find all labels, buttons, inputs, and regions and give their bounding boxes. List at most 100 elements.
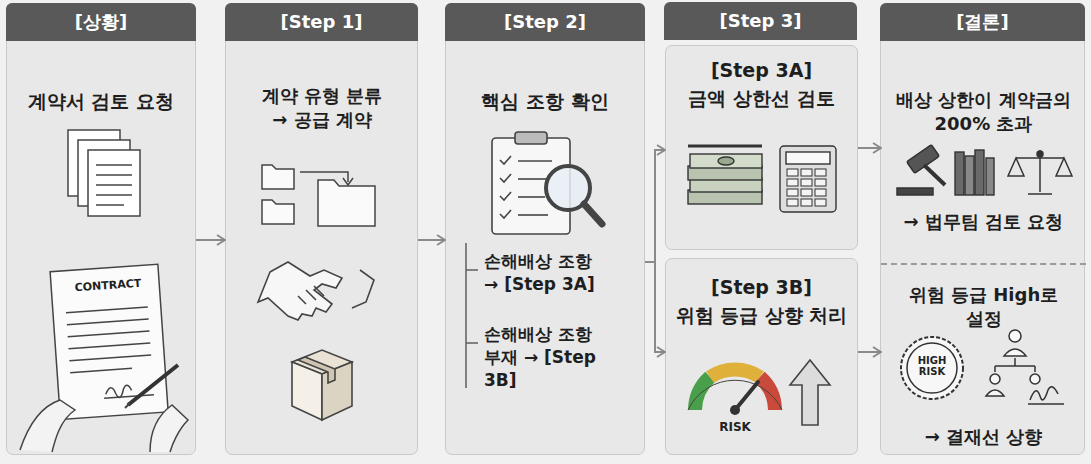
node-text: 위험 등급 High로 설정 bbox=[898, 283, 1069, 332]
gavel-icon bbox=[907, 145, 940, 174]
box-icon bbox=[292, 350, 352, 420]
node-text: 핵심 조항 확인 bbox=[446, 89, 644, 115]
calculator-icon bbox=[786, 152, 830, 164]
books-icon bbox=[975, 150, 984, 195]
documents-icon bbox=[96, 194, 132, 196]
clipboard-icon bbox=[492, 132, 602, 234]
clipboard-icon bbox=[518, 214, 548, 216]
clipboard-icon bbox=[518, 196, 545, 198]
node-text: → 결재선 상향 bbox=[881, 425, 1086, 449]
contract-illustration bbox=[67, 319, 149, 325]
calculator-icon bbox=[787, 169, 798, 176]
high-risk-badge bbox=[901, 337, 963, 399]
folders-icon bbox=[343, 178, 353, 185]
calculator-icon bbox=[801, 179, 812, 186]
books-icon bbox=[955, 150, 994, 195]
text-slot: 계약 유형 분류 → 공급 계약 bbox=[257, 84, 387, 133]
folders-icon bbox=[300, 172, 348, 182]
column-header: [결론] bbox=[880, 3, 1085, 41]
approval-chart bbox=[1030, 374, 1040, 384]
text-slot: 계약서 검토 요청 bbox=[7, 89, 195, 115]
handshake-icon bbox=[352, 270, 374, 308]
approval-chart bbox=[1028, 403, 1064, 405]
risk-gauge bbox=[730, 405, 740, 415]
documents-icon bbox=[96, 204, 124, 206]
folders-icon bbox=[262, 165, 294, 189]
text-slot: 위험 등급 High로 설정 bbox=[898, 283, 1069, 332]
contract-illustration bbox=[66, 307, 148, 313]
text-slot: → 결재선 상향 bbox=[881, 425, 1086, 449]
node-text: 손해배상 조항 → [Step 3A] bbox=[484, 250, 612, 296]
contract-illustration bbox=[150, 405, 188, 452]
clipboard-icon bbox=[500, 156, 511, 218]
clipboard-icon bbox=[518, 160, 552, 162]
up-arrow bbox=[790, 360, 830, 425]
documents-icon bbox=[68, 130, 140, 216]
text-slot: 손해배상 조항 부재 → [Step 3B] bbox=[484, 323, 612, 392]
flow-connector bbox=[858, 351, 881, 353]
contract-illustration bbox=[70, 368, 132, 372]
calculator-icon bbox=[787, 199, 798, 206]
high-risk-badge bbox=[907, 343, 957, 393]
contract-illustration bbox=[69, 343, 151, 349]
approval-chart bbox=[1030, 387, 1058, 400]
risk-gauge bbox=[695, 377, 710, 410]
documents-icon bbox=[96, 174, 132, 176]
contract-illustration bbox=[50, 264, 168, 419]
contract-illustration bbox=[104, 395, 154, 398]
calculator-icon bbox=[815, 189, 826, 196]
calculator-icon bbox=[787, 179, 798, 186]
node-text: → 법무팀 검토 요청 bbox=[881, 210, 1086, 234]
flow-connector bbox=[645, 262, 665, 352]
calculator-icon bbox=[787, 189, 798, 196]
approval-chart bbox=[995, 358, 1035, 372]
books-icon bbox=[955, 152, 964, 195]
text-slot: [Step 2] bbox=[445, 3, 645, 41]
money-icon bbox=[718, 157, 734, 165]
approval-chart bbox=[990, 374, 1000, 384]
folders-icon bbox=[262, 200, 294, 224]
approval-chart bbox=[1004, 349, 1026, 356]
up-arrow bbox=[790, 360, 830, 425]
calculator-icon bbox=[780, 146, 836, 212]
text-slot: 손해배상 조항 → [Step 3A] bbox=[484, 250, 612, 296]
contract-illustration bbox=[105, 385, 132, 399]
calculator-icon bbox=[815, 179, 826, 186]
calculator-icon bbox=[801, 189, 812, 196]
flow-connector bbox=[196, 239, 225, 241]
folders-icon bbox=[262, 165, 375, 226]
branch-bracket bbox=[466, 243, 478, 388]
calculator-icon bbox=[815, 169, 826, 176]
branch-bracket bbox=[466, 269, 478, 271]
approval-chart bbox=[986, 330, 1064, 404]
column-header: [상황] bbox=[6, 3, 196, 41]
contract-illustration bbox=[20, 264, 188, 452]
risk-gauge bbox=[710, 369, 760, 377]
text-slot: 핵심 조항 확인 bbox=[446, 89, 644, 115]
flow-connector bbox=[858, 147, 881, 149]
risk-gauge bbox=[688, 369, 782, 415]
calculator-icon bbox=[780, 146, 836, 212]
text-slot: → 법무팀 검토 요청 bbox=[881, 210, 1086, 234]
calculator-icon bbox=[815, 199, 826, 206]
connector-layer bbox=[196, 148, 881, 352]
node-text: [Step 3A] bbox=[666, 58, 857, 84]
gavel-icon bbox=[897, 145, 945, 195]
box-icon bbox=[298, 357, 335, 383]
contract-illustration bbox=[125, 403, 130, 408]
risk-gauge bbox=[735, 382, 758, 410]
text-slot: 배상 상한이 계약금의 200% 초과 bbox=[888, 88, 1079, 137]
node-text: 금액 상한선 검토 bbox=[666, 86, 857, 112]
handshake-icon bbox=[258, 262, 342, 320]
label-slot: CONTRACT bbox=[66, 280, 150, 292]
money-icon bbox=[690, 154, 762, 168]
contract-illustration bbox=[69, 355, 151, 361]
flow-connector bbox=[645, 150, 665, 262]
money-icon bbox=[688, 145, 762, 148]
column-header: [Step 2] bbox=[445, 3, 645, 41]
label-slot: HIGH RISK bbox=[909, 355, 955, 377]
node-text: 계약 유형 분류 → 공급 계약 bbox=[257, 84, 387, 133]
node-text: 계약서 검토 요청 bbox=[7, 89, 195, 115]
approval-chart bbox=[986, 390, 1004, 396]
illustration-label: HIGH RISK bbox=[909, 355, 955, 377]
